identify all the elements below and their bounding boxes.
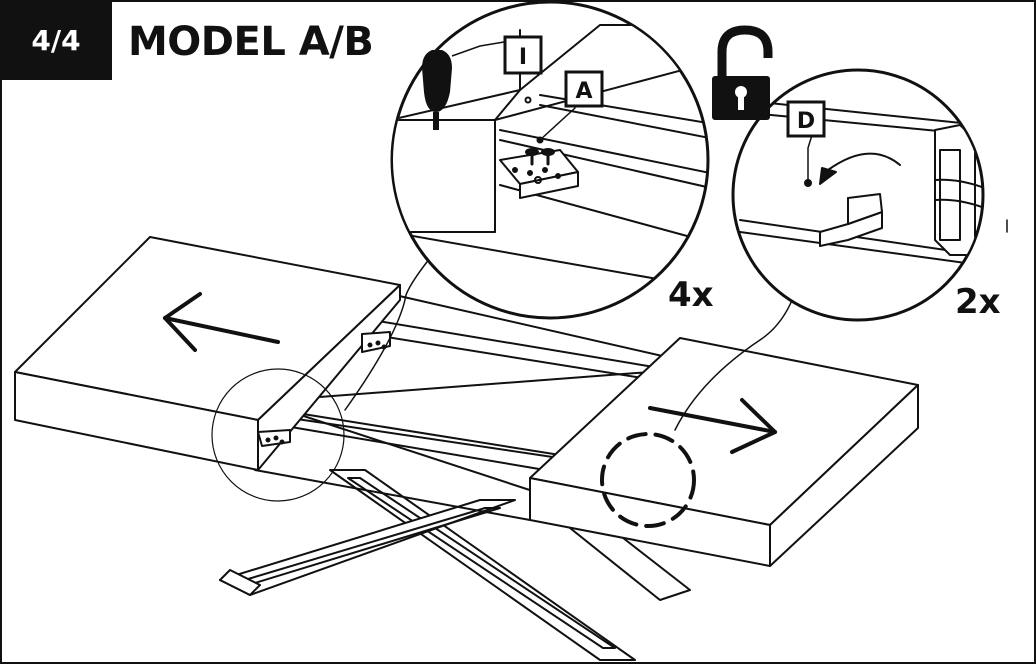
tool-label-box: I [503, 35, 543, 75]
frame-bracket-lower [257, 429, 291, 447]
latch-label-box: D [786, 100, 826, 138]
detail-view-brackets [390, 0, 710, 320]
screwdriver-icon [422, 41, 505, 130]
detail-circle-left [211, 368, 345, 502]
tool-label: I [519, 45, 527, 70]
bracket-label: A [575, 79, 592, 104]
right-table-leaf [529, 337, 919, 567]
unlocked-padlock-icon [712, 25, 773, 120]
latch-label: D [797, 109, 815, 134]
bracket-quantity: 4x [668, 275, 714, 315]
screw-icon [525, 148, 555, 166]
bracket-label-box: A [564, 70, 604, 108]
slide-left-arrow [163, 292, 280, 352]
detail-view-latch [731, 68, 985, 322]
leader-line-latch [674, 274, 801, 431]
page-title: MODEL A/B [128, 19, 374, 65]
step-badge: 4/4 [0, 0, 112, 80]
leader-line-bracket [344, 257, 431, 411]
latch-location-dashed-circle [600, 432, 696, 528]
latch-quantity: 2x [955, 282, 1001, 322]
slide-right-arrow [648, 398, 777, 454]
table-base [219, 469, 691, 661]
